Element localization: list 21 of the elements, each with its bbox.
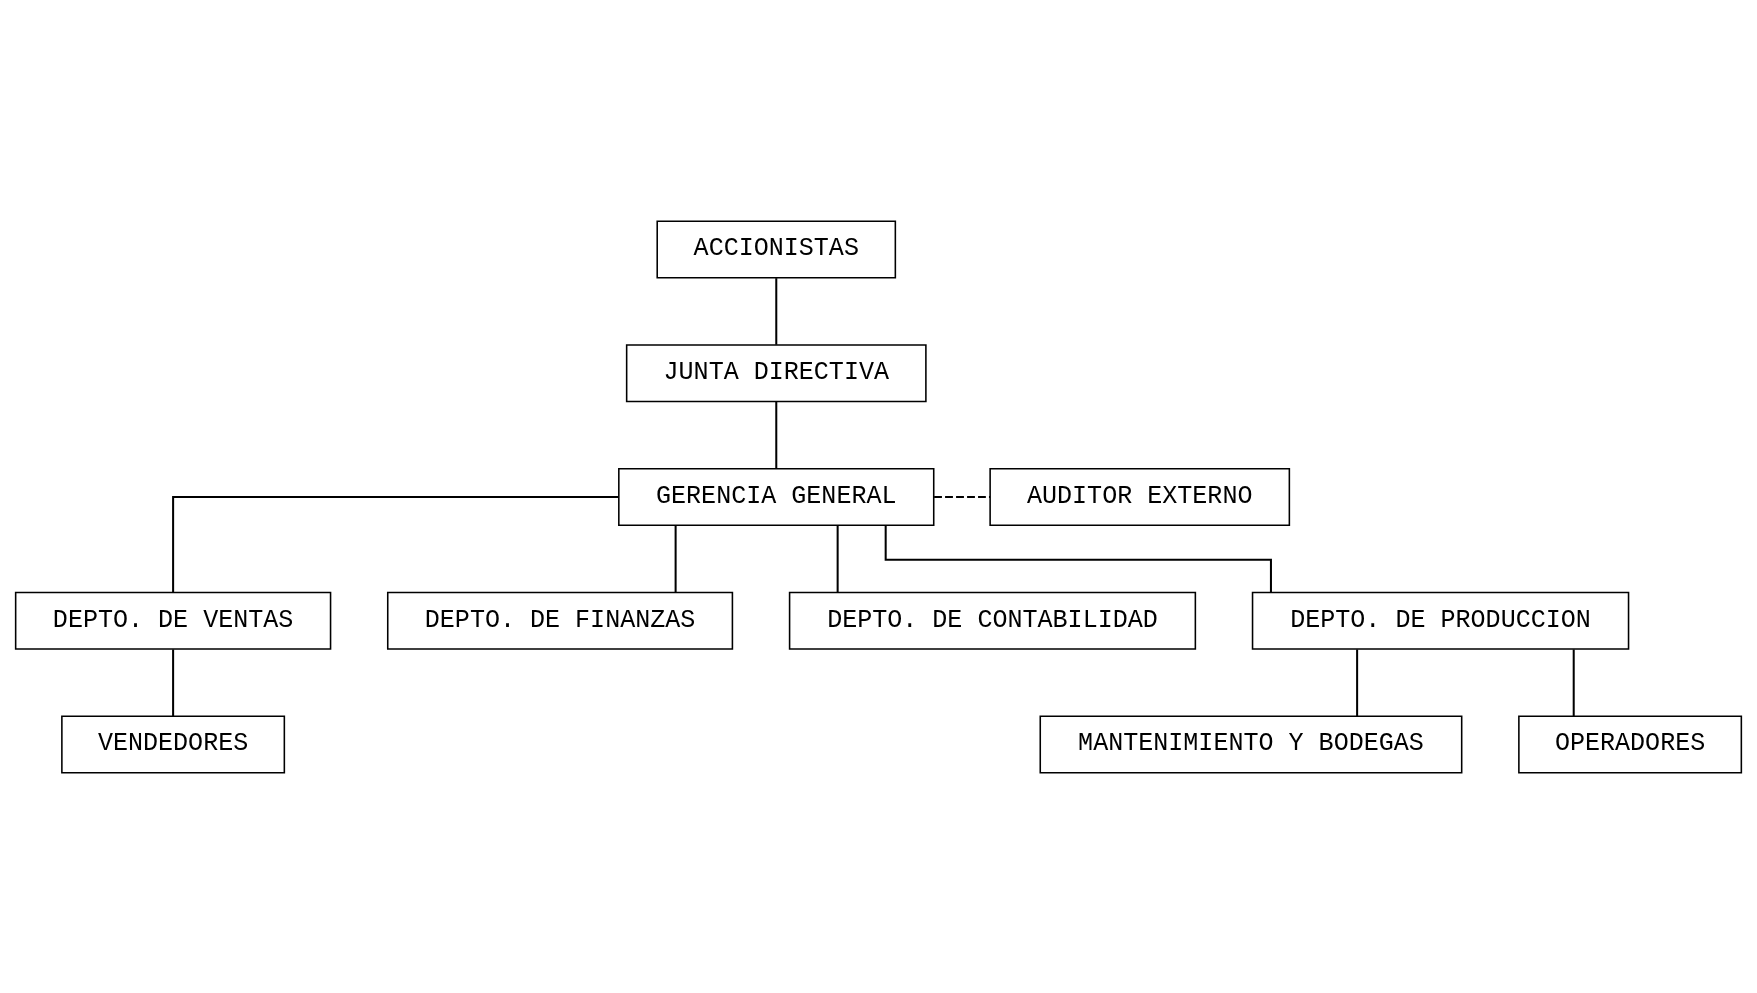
node-box: DEPTO. DE VENTAS <box>14 591 332 650</box>
connector <box>775 401 778 468</box>
connector <box>884 524 1272 592</box>
connector <box>172 648 175 716</box>
node-box: JUNTA DIRECTIVA <box>625 343 927 402</box>
node-box: MANTENIMIENTO Y BODEGAS <box>1039 715 1463 773</box>
connector <box>172 495 619 592</box>
node-box: ACCIONISTAS <box>656 220 897 278</box>
connector <box>674 525 677 592</box>
node-box: DEPTO. DE FINANZAS <box>386 591 734 650</box>
node-box: DEPTO. DE PRODUCCION <box>1251 591 1630 650</box>
node-box: AUDITOR EXTERNO <box>989 467 1291 526</box>
node-box: DEPTO. DE CONTABILIDAD <box>788 591 1197 650</box>
connector <box>775 277 778 345</box>
connector <box>934 495 991 498</box>
node-box: OPERADORES <box>1518 715 1743 773</box>
connector <box>1356 648 1359 716</box>
connector <box>836 525 839 592</box>
connector <box>1572 648 1575 716</box>
node-box: VENDEDORES <box>61 715 286 773</box>
node-box: GERENCIA GENERAL <box>618 467 935 526</box>
